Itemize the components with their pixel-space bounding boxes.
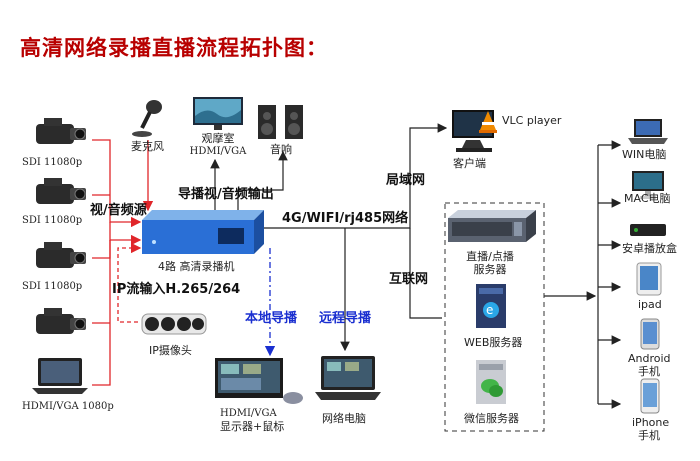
- web-server-label: WEB服务器: [464, 336, 523, 349]
- remote-director-label: 远程导播: [319, 311, 372, 326]
- wechat-server-label: 微信服务器: [464, 412, 519, 425]
- local-director-label: 本地导播: [245, 311, 298, 326]
- android-phone-icon: [640, 318, 660, 350]
- cam1-label: SDI 11080p: [22, 157, 83, 168]
- av-output-label: 导播视/音频输出: [178, 187, 274, 202]
- page-title: 高清网络录播直播流程拓扑图：: [20, 36, 328, 60]
- rack-server-icon: [448, 210, 536, 242]
- win-pc-icon: [628, 119, 668, 144]
- speaker-label: 音响: [270, 143, 292, 156]
- ip-camera-icon: [141, 313, 207, 335]
- mac-pc-icon: [632, 171, 664, 199]
- sdi-camera-3-icon: [36, 242, 86, 268]
- vlc-label: VLC player: [502, 114, 562, 127]
- viewing-room-label: 观摩室: [201, 132, 235, 145]
- ipad-label: ipad: [638, 298, 662, 311]
- cam3-label: SDI 11080p: [22, 281, 83, 292]
- cam2-label: SDI 11080p: [22, 215, 83, 226]
- microphone-icon: [132, 100, 162, 137]
- iphone-line1: iPhone: [632, 416, 670, 429]
- laptop-label: HDMI/VGA 1080p: [22, 401, 114, 412]
- ipad-icon: [636, 262, 662, 296]
- av-source-label: 视/音频源: [90, 203, 147, 218]
- speaker-icon: [258, 105, 303, 139]
- sdi-camera-2-icon: [36, 178, 86, 204]
- network-label: 4G/WIFI/rj485网络: [282, 211, 409, 226]
- ip-camera-label: IP摄像头: [149, 344, 192, 357]
- mic-label: 麦克风: [131, 140, 164, 153]
- local-display-line1: HDMI/VGA: [220, 408, 277, 419]
- wechat-server-icon: [476, 360, 506, 404]
- local-display-icon: [215, 358, 303, 404]
- vlc-icon: [479, 111, 497, 133]
- internet-label: 互联网: [389, 272, 429, 287]
- server1-line1: 直播/点播: [466, 250, 514, 263]
- web-server-icon: e: [476, 284, 506, 328]
- laptop-source-icon: [32, 358, 88, 394]
- camera-4-icon: [36, 308, 86, 334]
- client-label: 客户端: [453, 157, 486, 170]
- lan-label: 局域网: [386, 173, 426, 188]
- server1-line2: 服务器: [473, 263, 507, 276]
- android-box-icon: [630, 224, 666, 236]
- recorder-label: 4路 高清录播机: [158, 260, 235, 273]
- mac-pc-label: MAC电脑: [624, 192, 671, 205]
- iphone-line2: 手机: [638, 429, 660, 442]
- android-phone-line1: Android: [628, 352, 671, 365]
- android-phone-line2: 手机: [638, 365, 660, 378]
- svg-text:e: e: [486, 303, 493, 317]
- win-pc-label: WIN电脑: [622, 148, 667, 161]
- ip-input-label: IP流输入H.265/264: [112, 282, 241, 297]
- network-pc-icon: [315, 356, 381, 400]
- monitor-icon: [193, 97, 243, 130]
- android-box-label: 安卓播放盒: [622, 242, 677, 255]
- iphone-icon: [640, 378, 660, 414]
- monitor-hdmi-label: HDMI/VGA: [189, 146, 247, 157]
- local-display-line2: 显示器+鼠标: [220, 420, 285, 433]
- recorder-icon: [142, 210, 264, 254]
- network-pc-label: 网络电脑: [322, 412, 366, 425]
- sdi-camera-1-icon: [36, 118, 86, 144]
